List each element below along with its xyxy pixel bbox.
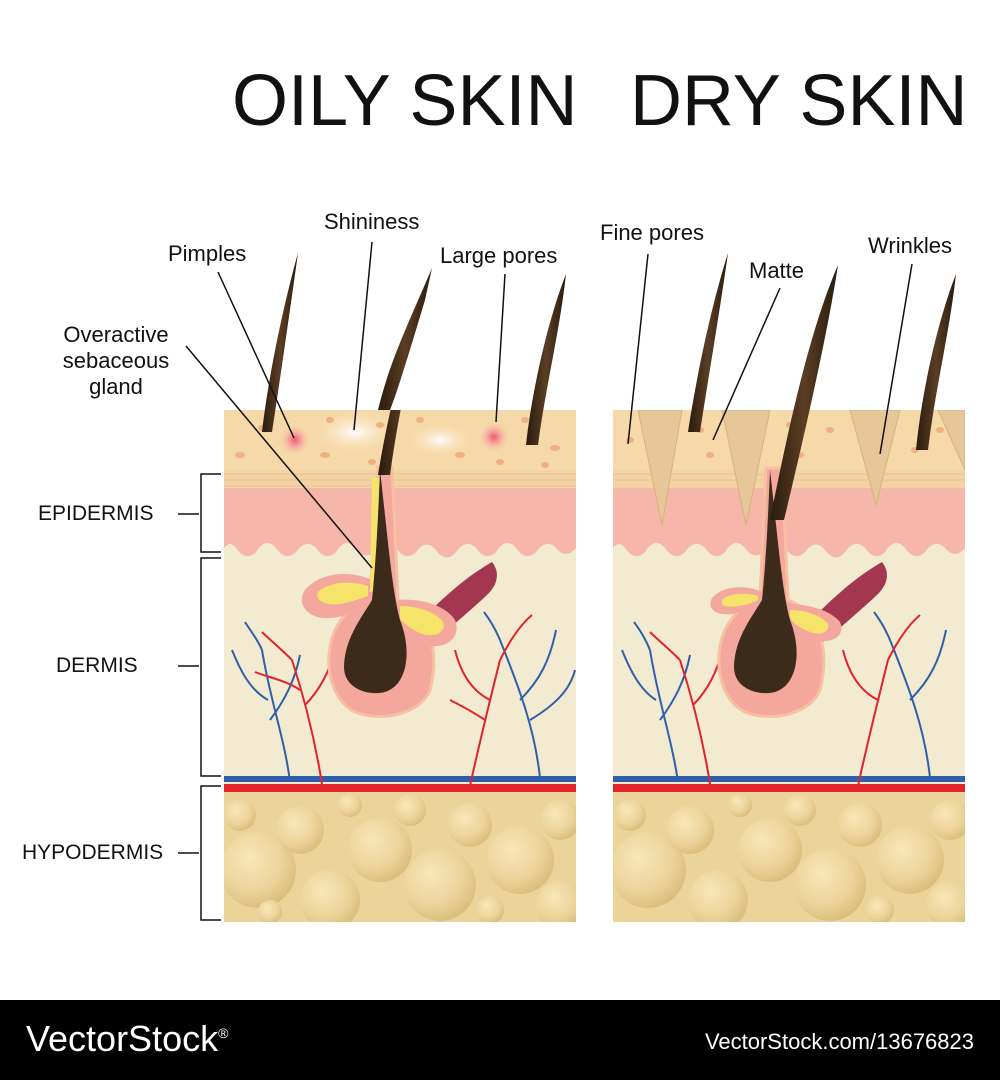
fine-pores-label: Fine pores [600, 220, 704, 245]
wrinkles [637, 410, 965, 526]
hair [688, 253, 728, 432]
hair-root [344, 470, 407, 694]
wrinkles-label: Wrinkles [868, 233, 952, 258]
dry-vessels-right [842, 611, 947, 787]
oily-fat-cells [224, 793, 576, 922]
large-pores-label: Large pores [440, 243, 558, 268]
vectorstock-url: VectorStock.com/13676823 [704, 1029, 974, 1054]
hair [916, 274, 956, 450]
hair [770, 265, 838, 520]
oily-skin-title: OILY SKIN [232, 61, 578, 141]
sebum [317, 582, 368, 605]
dry-skin-panel [613, 410, 965, 922]
hypodermis-label: HYPODERMIS [22, 841, 164, 864]
dry-epidermis-layer [613, 488, 965, 558]
oily-skin-panel [224, 410, 576, 922]
gland-label-line2: sebaceous [62, 348, 170, 373]
watermark-footer: VectorStock® VectorStock.com/13676823 [0, 1000, 1000, 1080]
layer-brackets [178, 473, 221, 921]
overactive-sebaceous-gland-label: Overactive sebaceous gland [52, 322, 180, 400]
leader-lines [185, 241, 913, 569]
vectorstock-logo: VectorStock® [26, 1018, 229, 1059]
matte-label: Matte [749, 258, 805, 283]
pimple [279, 424, 311, 456]
hair [526, 274, 566, 445]
oily-vessels-right [449, 611, 576, 787]
dry-fat-cells [613, 793, 965, 922]
dermis-label: DERMIS [56, 654, 138, 677]
hair [262, 253, 298, 432]
hair [378, 410, 401, 475]
oily-vessels-left [231, 621, 336, 785]
shininess-label: Shininess [324, 209, 420, 234]
pimple [478, 421, 510, 453]
skin-cross-section-diagram [178, 241, 965, 922]
epidermis-label: EPIDERMIS [38, 502, 154, 525]
dry-skin-title: DRY SKIN [630, 61, 968, 141]
gland-label-line3: gland [89, 374, 143, 399]
pimples-label: Pimples [168, 241, 247, 266]
oily-epidermis-layer [224, 488, 576, 558]
gland-label-line1: Overactive [63, 322, 169, 347]
